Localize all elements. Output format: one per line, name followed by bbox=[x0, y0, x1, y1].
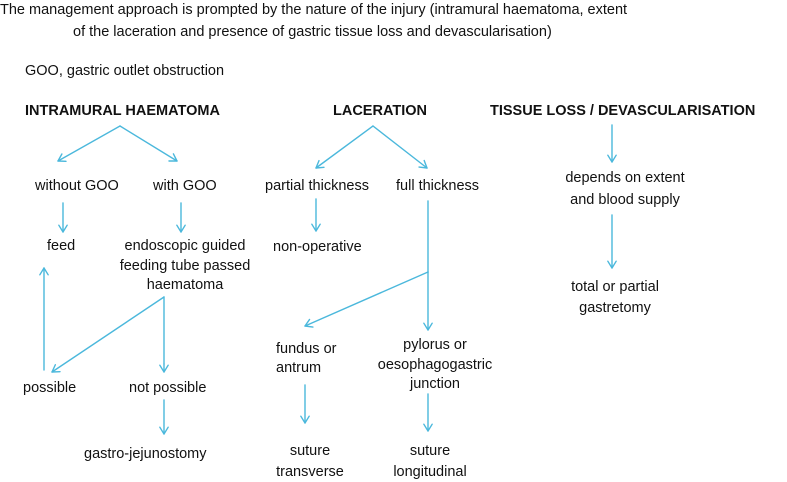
node-total-line-1: total or partial bbox=[571, 279, 659, 295]
node-possible: possible bbox=[23, 380, 77, 396]
node-suture-longitudinal-line-1: suture bbox=[409, 443, 451, 459]
node-fundus-line-2: antrum bbox=[276, 360, 322, 376]
node-partial-thickness: partial thickness bbox=[265, 178, 369, 194]
arrow-endoscopic-to-possible bbox=[51, 296, 165, 373]
arrow-fundus-to-suture-transverse-head bbox=[300, 415, 310, 424]
node-fundus-line-1: fundus or bbox=[276, 341, 337, 357]
abbreviation-note: GOO, gastric outlet obstruction bbox=[25, 63, 225, 79]
node-endoscopic-line-1: endoscopic guided bbox=[124, 238, 246, 254]
arrow-haematoma-to-without-goo bbox=[57, 125, 121, 162]
arrow-group bbox=[39, 124, 617, 435]
arrow-not-possible-to-gastro-head bbox=[159, 426, 169, 435]
arrow-partial-to-non-operative-head bbox=[311, 223, 321, 232]
arrow-possible-to-feed-head bbox=[39, 267, 49, 276]
node-not-possible: not possible bbox=[129, 380, 207, 396]
arrow-laceration-to-full bbox=[372, 125, 428, 169]
arrow-endoscopic-to-possible-head bbox=[51, 364, 61, 373]
heading-laceration: LACERATION bbox=[333, 103, 427, 119]
heading-tissue-loss: TISSUE LOSS / DEVASCULARISATION bbox=[490, 103, 756, 119]
node-pylorus-line-1: pylorus or bbox=[403, 337, 467, 353]
node-pylorus-line-3: junction bbox=[410, 376, 460, 392]
arrow-full-to-fundus-head bbox=[304, 318, 314, 328]
arrow-without-goo-to-feed-head bbox=[58, 224, 68, 233]
arrow-with-goo-to-endoscopic-head bbox=[176, 224, 186, 233]
caption-line-2: of the laceration and presence of gastri… bbox=[73, 24, 552, 40]
arrow-pylorus-to-suture-longitudinal-head bbox=[423, 423, 433, 432]
node-depends-line-2: and blood supply bbox=[570, 192, 680, 208]
arrow-laceration-to-full-head bbox=[418, 159, 428, 169]
arrow-haematoma-to-without-goo-head bbox=[57, 153, 67, 162]
caption-line-1: The management approach is prompted by t… bbox=[0, 2, 628, 18]
arrow-full-to-fundus bbox=[304, 271, 429, 327]
arrow-to-not-possible-head bbox=[159, 364, 169, 373]
node-with-goo: with GOO bbox=[153, 178, 217, 194]
heading-intramural-haematoma: INTRAMURAL HAEMATOMA bbox=[25, 103, 220, 119]
arrow-haematoma-to-with-goo-head bbox=[168, 153, 178, 162]
arrow-full-to-pylorus-head bbox=[423, 322, 433, 331]
node-feed: feed bbox=[47, 238, 76, 254]
node-gastro-jejunostomy: gastro-jejunostomy bbox=[84, 446, 207, 462]
node-pylorus-line-2: oesophagogastric bbox=[377, 357, 493, 373]
node-total-line-2: gastretomy bbox=[579, 300, 651, 316]
node-depends-line-1: depends on extent bbox=[565, 170, 685, 186]
node-endoscopic-line-2: feeding tube passed bbox=[119, 258, 251, 274]
node-suture-longitudinal-line-2: longitudinal bbox=[393, 464, 467, 480]
arrow-tissue-loss-to-depends-head bbox=[607, 154, 617, 163]
arrow-laceration-to-partial-head bbox=[315, 159, 325, 169]
arrow-depends-to-total-head bbox=[607, 260, 617, 269]
node-endoscopic-line-3: haematoma bbox=[146, 277, 224, 293]
node-suture-transverse-line-2: transverse bbox=[276, 464, 344, 480]
node-suture-transverse-line-1: suture bbox=[289, 443, 331, 459]
node-full-thickness: full thickness bbox=[396, 178, 480, 194]
arrow-haematoma-to-with-goo bbox=[119, 125, 178, 162]
arrow-laceration-to-partial bbox=[315, 125, 374, 169]
node-without-goo: without GOO bbox=[35, 178, 119, 194]
node-non-operative: non-operative bbox=[273, 239, 362, 255]
